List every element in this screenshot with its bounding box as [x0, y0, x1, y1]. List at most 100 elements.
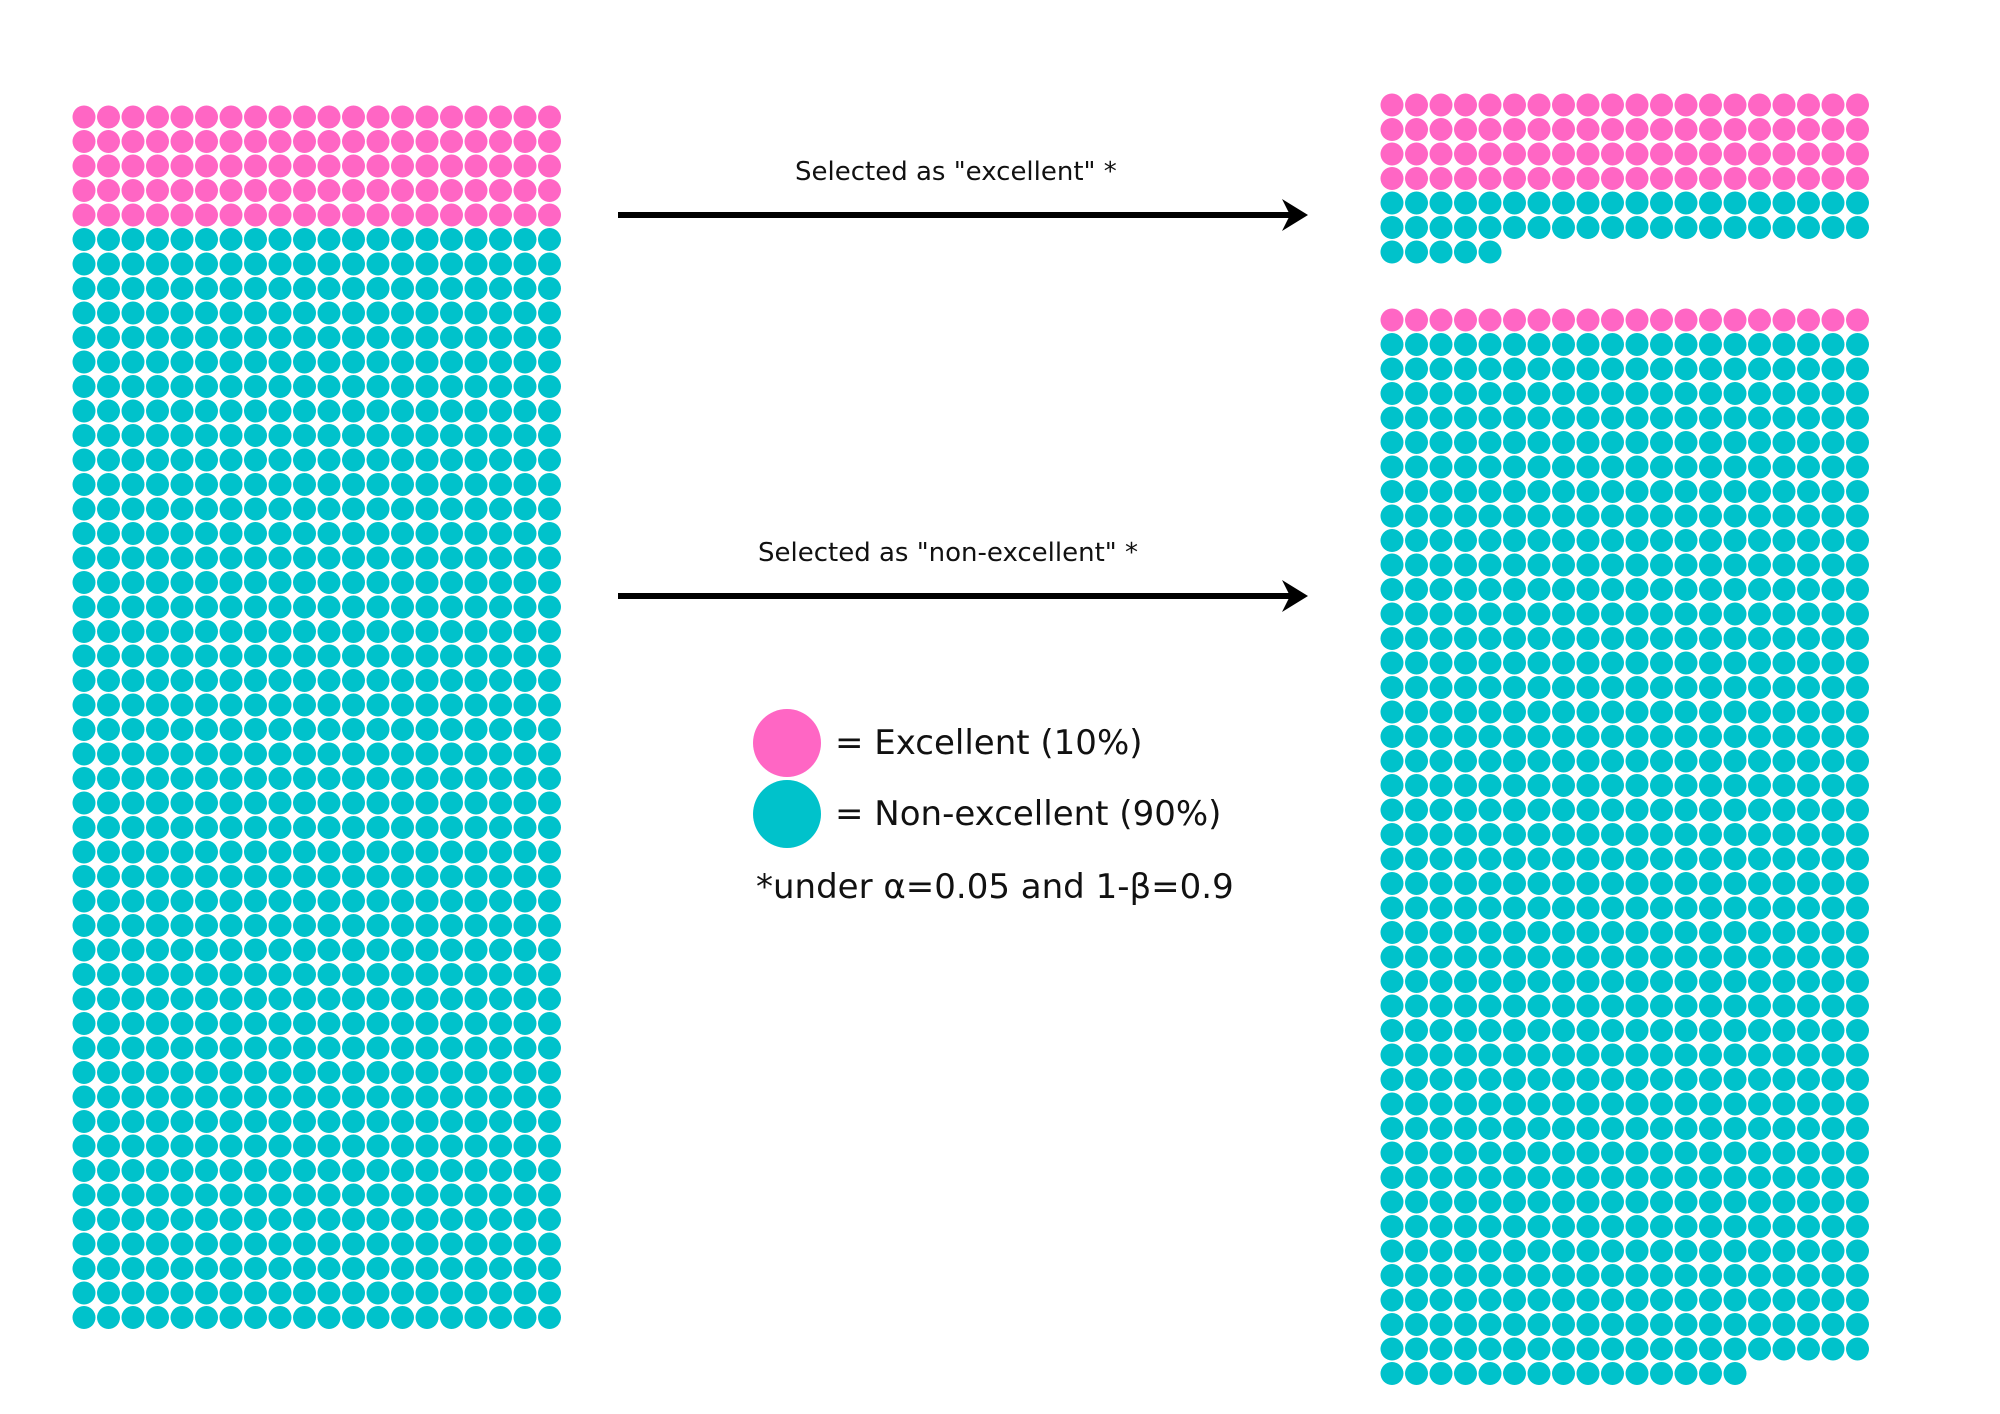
dot-non-excellent: [195, 350, 218, 374]
dot-non-excellent: [293, 644, 316, 668]
dot-non-excellent: [97, 497, 120, 521]
dot-non-excellent: [293, 326, 316, 349]
dot-non-excellent: [293, 791, 316, 815]
dot-non-excellent: [293, 693, 316, 717]
dot-non-excellent: [146, 1036, 169, 1060]
dot-non-excellent: [1846, 504, 1869, 528]
dot-non-excellent: [1699, 700, 1722, 724]
dot-non-excellent: [342, 1061, 365, 1084]
dot-non-excellent: [1748, 1215, 1771, 1238]
dot-non-excellent: [170, 620, 194, 643]
dot-non-excellent: [1429, 1362, 1453, 1385]
dot-excellent: [1797, 93, 1820, 117]
dot-non-excellent: [1552, 1337, 1575, 1361]
dot-non-excellent: [366, 620, 390, 643]
dot-non-excellent: [268, 914, 292, 937]
dot-non-excellent: [268, 326, 292, 349]
dot-non-excellent: [1552, 1215, 1575, 1238]
dot-non-excellent: [1674, 357, 1698, 381]
dot-non-excellent: [1576, 676, 1600, 699]
dot-non-excellent: [366, 1232, 390, 1256]
dot-non-excellent: [1650, 1190, 1673, 1214]
dot-non-excellent: [219, 326, 243, 349]
dot-non-excellent: [1748, 1190, 1771, 1214]
dot-non-excellent: [1797, 700, 1820, 724]
dot-non-excellent: [538, 1306, 561, 1329]
dot-excellent: [317, 130, 341, 153]
dot-non-excellent: [1772, 455, 1796, 479]
dot-non-excellent: [342, 350, 365, 374]
dot-excellent: [268, 154, 292, 178]
dot-non-excellent: [1527, 357, 1551, 381]
dot-non-excellent: [1772, 1166, 1796, 1189]
dot-non-excellent: [293, 1036, 316, 1060]
dot-non-excellent: [146, 399, 169, 423]
dot-excellent: [1601, 118, 1624, 141]
dot-non-excellent: [1797, 529, 1820, 552]
dot-non-excellent: [195, 1257, 218, 1280]
dot-non-excellent: [391, 620, 414, 643]
dot-non-excellent: [1699, 1141, 1722, 1165]
dot-non-excellent: [440, 497, 463, 521]
dot-non-excellent: [1650, 480, 1673, 503]
dot-non-excellent: [464, 987, 488, 1011]
dot-non-excellent: [415, 840, 439, 864]
dot-non-excellent: [1797, 627, 1820, 650]
dot-non-excellent: [538, 669, 561, 692]
dot-non-excellent: [72, 301, 96, 325]
dot-non-excellent: [1772, 1190, 1796, 1214]
dot-non-excellent: [293, 816, 316, 839]
dot-non-excellent: [97, 620, 120, 643]
dot-non-excellent: [415, 742, 439, 766]
dot-non-excellent: [342, 816, 365, 839]
dot-non-excellent: [244, 301, 267, 325]
dot-non-excellent: [464, 1110, 488, 1133]
dot-non-excellent: [464, 865, 488, 888]
dot-non-excellent: [268, 277, 292, 300]
dot-non-excellent: [366, 399, 390, 423]
dot-non-excellent: [1625, 480, 1649, 503]
dot-non-excellent: [1601, 1166, 1624, 1189]
dot-non-excellent: [317, 718, 341, 741]
dot-non-excellent: [538, 644, 561, 668]
dot-non-excellent: [1503, 1239, 1526, 1263]
dot-non-excellent: [1821, 382, 1845, 405]
dot-non-excellent: [1625, 529, 1649, 552]
dot-non-excellent: [317, 277, 341, 300]
dot-non-excellent: [1576, 749, 1600, 773]
dot-non-excellent: [1429, 1337, 1453, 1361]
dot-non-excellent: [391, 963, 414, 986]
dot-non-excellent: [1821, 1313, 1845, 1336]
dot-non-excellent: [1601, 455, 1624, 479]
dot-non-excellent: [1821, 1068, 1845, 1091]
dot-excellent: [1846, 93, 1869, 117]
dot-non-excellent: [1552, 749, 1575, 773]
dot-non-excellent: [415, 277, 439, 300]
dot-non-excellent: [317, 350, 341, 374]
dot-non-excellent: [1429, 1288, 1453, 1312]
dot-non-excellent: [1527, 1215, 1551, 1238]
dot-non-excellent: [1552, 872, 1575, 895]
dot-non-excellent: [538, 1208, 561, 1231]
dot-non-excellent: [1405, 847, 1428, 871]
dot-excellent: [170, 179, 194, 202]
dot-non-excellent: [1576, 406, 1600, 430]
dot-non-excellent: [1454, 529, 1477, 552]
dot-non-excellent: [538, 473, 561, 496]
dot-non-excellent: [146, 522, 169, 545]
dot-non-excellent: [1576, 700, 1600, 724]
dot-non-excellent: [195, 938, 218, 962]
dot-non-excellent: [1797, 921, 1820, 944]
dot-non-excellent: [342, 473, 365, 496]
dot-non-excellent: [1429, 798, 1453, 822]
dot-non-excellent: [219, 1306, 243, 1329]
dot-non-excellent: [1748, 847, 1771, 871]
dot-non-excellent: [1699, 1288, 1722, 1312]
dot-non-excellent: [391, 497, 414, 521]
dot-non-excellent: [464, 1159, 488, 1182]
dot-non-excellent: [1699, 872, 1722, 895]
dot-non-excellent: [317, 1134, 341, 1158]
dot-non-excellent: [219, 620, 243, 643]
dot-non-excellent: [1699, 1337, 1722, 1361]
dot-non-excellent: [489, 914, 512, 937]
